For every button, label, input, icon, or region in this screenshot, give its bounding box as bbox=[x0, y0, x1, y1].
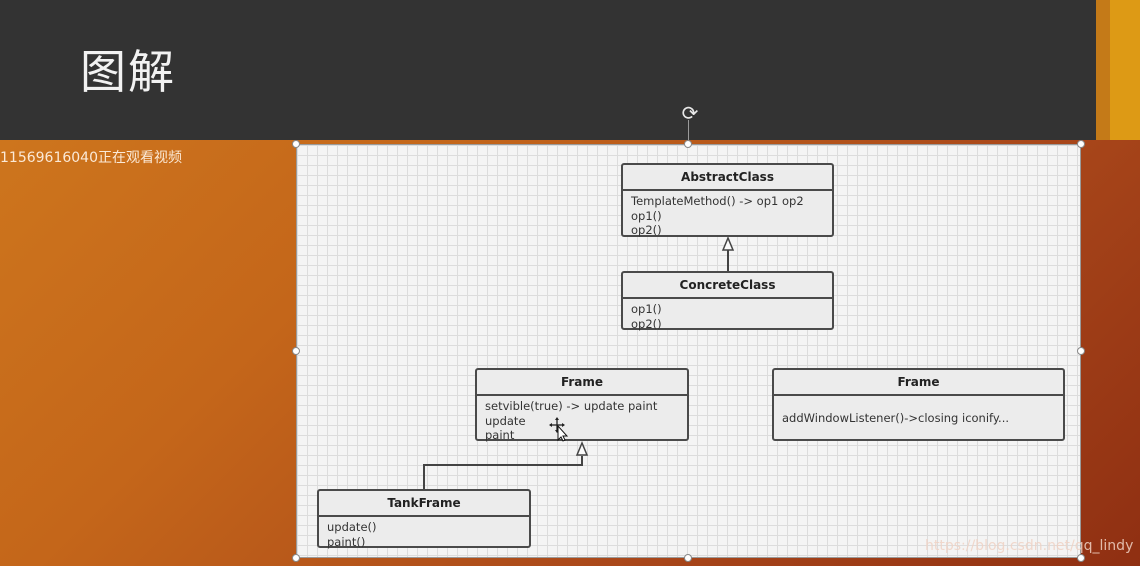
uml-concrete-class[interactable]: ConcreteClass op1() op2() bbox=[621, 271, 834, 331]
operation: TemplateMethod() -> op1 op2 bbox=[631, 194, 804, 208]
operation: update() bbox=[327, 520, 377, 534]
resize-handle-top-center[interactable] bbox=[684, 140, 692, 148]
resize-handle-bottom-center[interactable] bbox=[684, 554, 692, 562]
class-operations: TemplateMethod() -> op1 op2 op1() op2() bbox=[623, 191, 832, 241]
operation: paint bbox=[485, 428, 515, 442]
resize-handle-top-right[interactable] bbox=[1077, 140, 1085, 148]
operation: paint() bbox=[327, 534, 366, 549]
rotate-icon[interactable]: ⟳ bbox=[681, 101, 699, 125]
uml-frame-left[interactable]: Frame setvible(true) -> update paint upd… bbox=[475, 368, 689, 442]
class-name: Frame bbox=[774, 370, 1063, 396]
operation: op2() bbox=[631, 316, 662, 331]
operation: op1() bbox=[631, 208, 662, 223]
resize-handle-bottom-right[interactable] bbox=[1077, 554, 1085, 562]
class-name: ConcreteClass bbox=[623, 273, 832, 299]
operation: op2() bbox=[631, 223, 662, 237]
class-operations: addWindowListener()->closing iconify... bbox=[774, 396, 1063, 429]
slide-header: 图解 bbox=[0, 0, 1096, 140]
uml-frame-right[interactable]: Frame addWindowListener()->closing iconi… bbox=[772, 368, 1065, 441]
class-name: AbstractClass bbox=[623, 165, 832, 191]
resize-handle-middle-left[interactable] bbox=[292, 347, 300, 355]
operation: update bbox=[485, 413, 526, 428]
move-cursor-icon bbox=[549, 417, 569, 442]
resize-handle-middle-right[interactable] bbox=[1077, 347, 1085, 355]
slide-title: 图解 bbox=[80, 45, 176, 99]
accent-strip-inner bbox=[1110, 0, 1140, 140]
resize-handle-top-left[interactable] bbox=[292, 140, 300, 148]
operation: op1() bbox=[631, 302, 662, 316]
uml-abstract-class[interactable]: AbstractClass TemplateMethod() -> op1 op… bbox=[621, 163, 834, 237]
class-name: Frame bbox=[477, 370, 687, 396]
uml-tank-frame[interactable]: TankFrame update() paint() bbox=[317, 489, 531, 549]
class-operations: setvible(true) -> update paint update pa… bbox=[477, 396, 687, 446]
operation: setvible(true) -> update paint bbox=[485, 399, 658, 413]
class-operations: update() paint() bbox=[319, 517, 529, 552]
watermark: https://blog.csdn.net/qq_lindy bbox=[925, 538, 1134, 554]
resize-handle-bottom-left[interactable] bbox=[292, 554, 300, 562]
class-name: TankFrame bbox=[319, 491, 529, 517]
viewer-notice: 11569616040正在观看视频 bbox=[0, 150, 182, 166]
operation: addWindowListener()->closing iconify... bbox=[782, 411, 1010, 425]
class-operations: op1() op2() bbox=[623, 299, 832, 334]
rotate-stem bbox=[688, 120, 689, 144]
